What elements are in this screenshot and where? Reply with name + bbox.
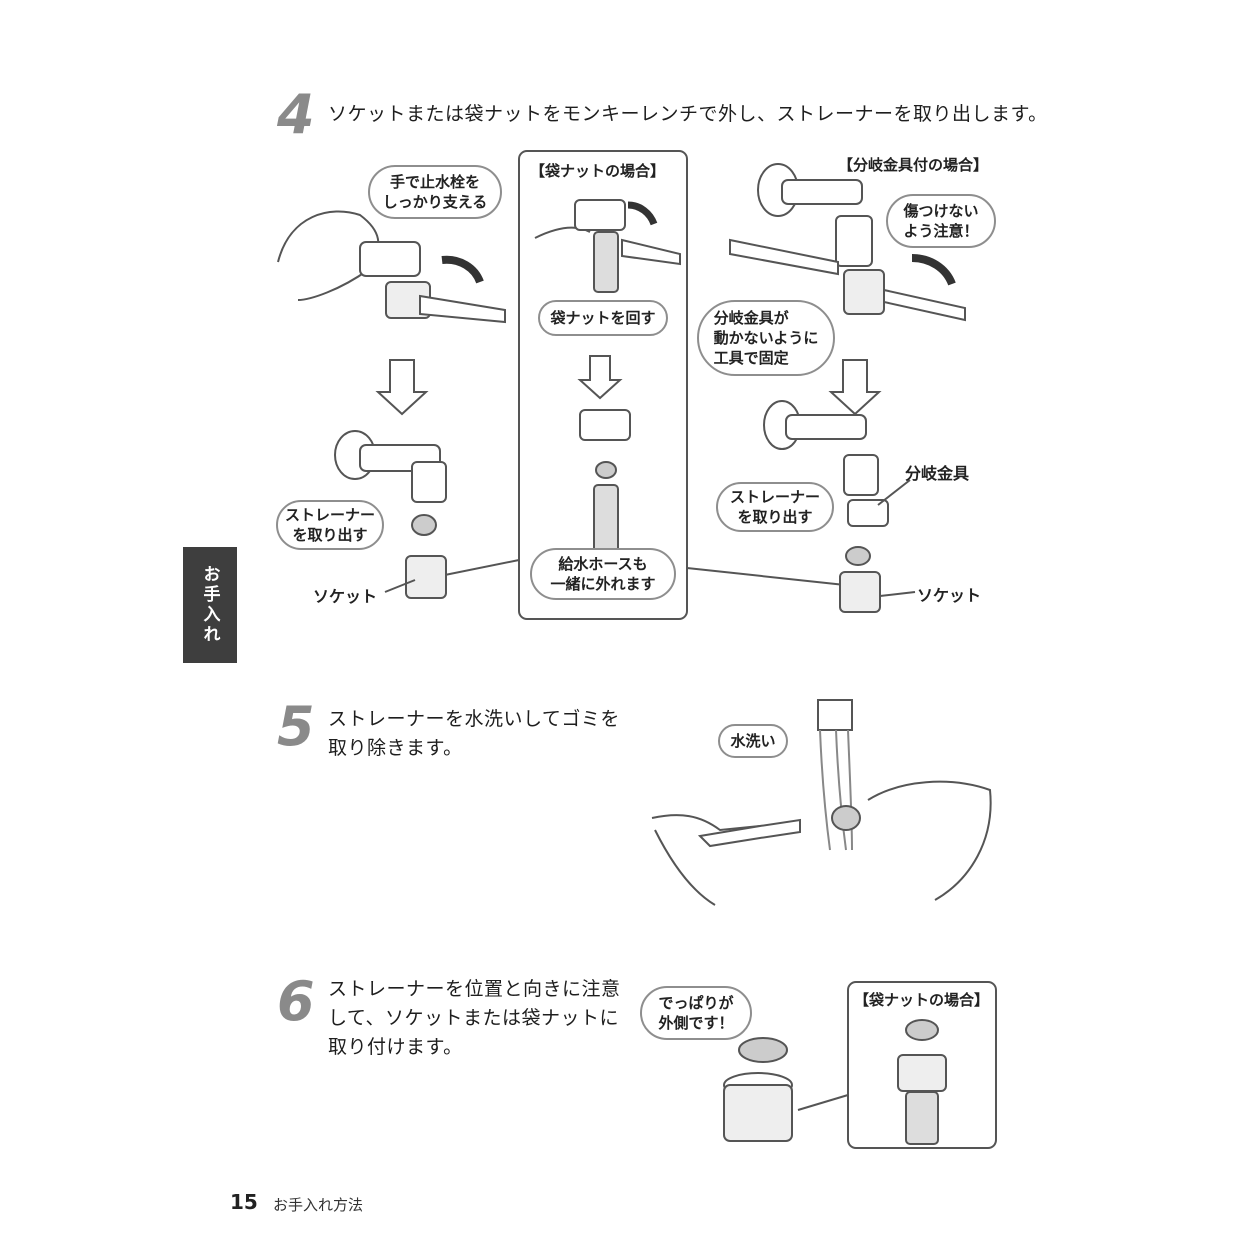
label-branch-fitting: 分岐金具	[905, 464, 970, 483]
section-title: お手入れ方法	[273, 1196, 364, 1214]
center-panel-title: 【袋ナットの場合】	[530, 162, 666, 180]
bubble-protrusion-outside: でっぱりが 外側です！	[640, 986, 752, 1040]
bubble-turn-nut: 袋ナットを回す	[538, 300, 668, 336]
step-number-4: 4	[277, 83, 315, 146]
side-tab-maintenance: お手入れ	[183, 547, 237, 663]
step6-panel-frame	[847, 981, 997, 1149]
step5-instruction: ストレーナーを水洗いしてゴミを取り除きます。	[328, 708, 620, 759]
bubble-take-out-strainer-left: ストレーナー を取り出す	[276, 500, 384, 550]
bubble-avoid-scratches: 傷つけない よう注意！	[886, 194, 996, 248]
bubble-fix-branch: 分岐金具が 動かないように 工具で固定	[697, 300, 835, 376]
page-number: 15	[230, 1190, 258, 1214]
label-socket-left: ソケット	[313, 587, 378, 606]
bubble-rinse: 水洗い	[718, 724, 788, 758]
step-number-6: 6	[277, 970, 315, 1033]
bubble-hose-detaches: 給水ホースも 一緒に外れます	[530, 548, 676, 600]
step6-panel-title: 【袋ナットの場合】	[854, 991, 990, 1009]
label-socket-right: ソケット	[917, 586, 982, 605]
step-number-5: 5	[277, 695, 315, 758]
step4-instruction: ソケットまたは袋ナットをモンキーレンチで外し、ストレーナーを取り出します。	[328, 103, 1048, 125]
step6-instruction: ストレーナーを位置と向きに注意して、ソケットまたは袋ナットに取り付けます。	[328, 978, 621, 1058]
right-panel-title: 【分岐金具付の場合】	[838, 156, 989, 174]
bubble-take-out-strainer-right: ストレーナー を取り出す	[716, 482, 834, 532]
bubble-hold-stopcock: 手で止水栓を しっかり支える	[368, 165, 502, 219]
center-panel-frame	[518, 150, 688, 620]
